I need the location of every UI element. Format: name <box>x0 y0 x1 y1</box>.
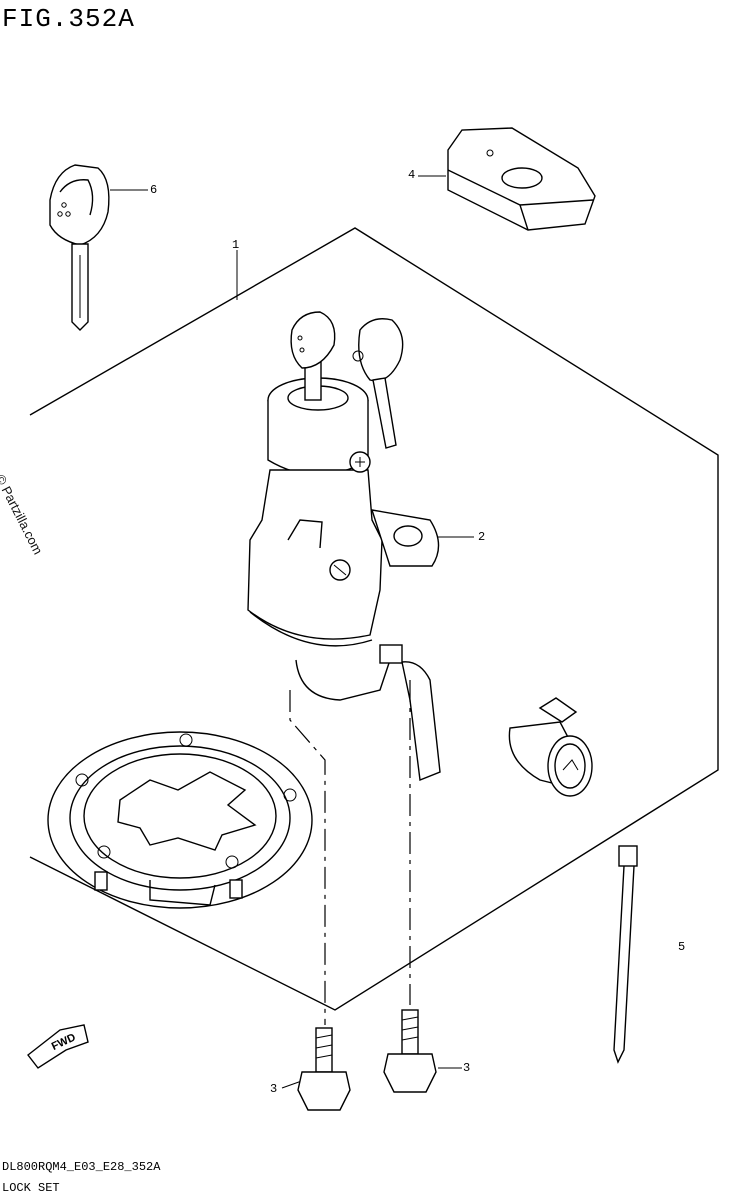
callout-3-left: 3 <box>270 1082 278 1096</box>
ignition-switch-part-2 <box>247 311 441 781</box>
pad-part-4 <box>447 127 596 231</box>
centre-lines <box>289 680 411 1025</box>
callout-5: 5 <box>678 940 686 954</box>
fuel-cap-assembly <box>47 731 313 909</box>
bolt-part-3-left <box>297 1027 351 1111</box>
callout-1: 1 <box>232 238 240 252</box>
callout-6: 6 <box>150 183 158 197</box>
cable-tie-part-5 <box>613 845 638 1064</box>
bolt-part-3-right <box>383 1009 437 1093</box>
callout-4: 4 <box>408 168 416 182</box>
diagram-name: LOCK SET <box>2 1181 60 1195</box>
diagram-code: DL800RQM4_E03_E28_352A <box>2 1160 161 1174</box>
lock-cylinder <box>508 697 593 797</box>
figure-title: FIG.352A <box>2 4 135 34</box>
key-part-6 <box>49 164 110 331</box>
callout-2: 2 <box>478 530 486 544</box>
assembly-boundary <box>29 227 719 1011</box>
fwd-arrow: FWD <box>27 1024 89 1069</box>
callout-3-right: 3 <box>463 1061 471 1075</box>
